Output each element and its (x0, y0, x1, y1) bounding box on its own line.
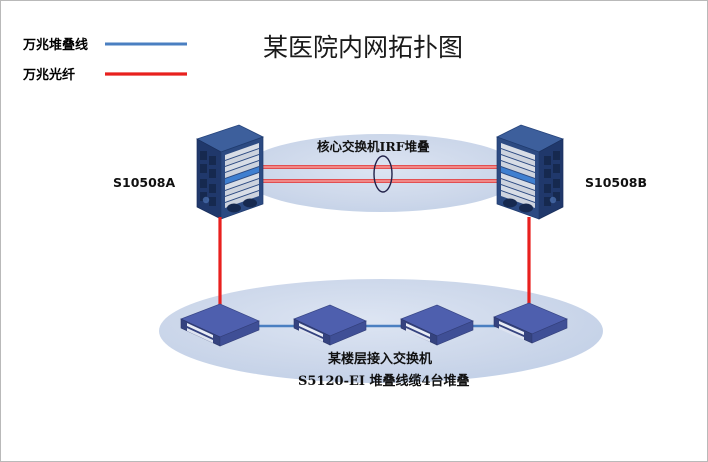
irf-stack-ring (373, 155, 393, 193)
access-switch-3-ports (406, 323, 430, 342)
core-switch-b-label: S10508B (585, 175, 647, 190)
core-b-module-grid (544, 151, 560, 206)
core-switch-s10508b[interactable]: S10508B (495, 124, 647, 220)
core-cloud-label: 核心交换机IRF堆叠 (317, 139, 430, 154)
core-a-module-grid (200, 151, 216, 206)
irf-stack-links (251, 155, 513, 193)
access-caption-line2: S5120-EI 堆叠线缆4台堆叠 (298, 373, 470, 389)
core-a-line-cards (225, 143, 259, 208)
core-switch-s10508a[interactable]: S10508A (113, 124, 265, 220)
core-layer-cloud (239, 134, 523, 212)
page-title: 某医院内网拓扑图 (263, 33, 463, 62)
access-switch-4[interactable] (493, 302, 568, 344)
access-switch-3[interactable] (400, 304, 474, 346)
core-b-line-cards (501, 143, 535, 208)
access-switch-1-ports (187, 323, 213, 343)
core-switch-a-label: S10508A (113, 175, 175, 190)
legend-label-fiber: 万兆光纤 (22, 67, 75, 83)
access-switch-2-ports (299, 323, 323, 342)
access-layer-cloud (159, 279, 603, 383)
access-switch-2[interactable] (293, 304, 367, 346)
legend-label-stack-cable: 万兆堆叠线 (22, 37, 88, 53)
core-b-fan-tray (503, 196, 557, 213)
access-caption-line1: 某楼层接入交换机 (327, 351, 432, 367)
core-a-fan-tray (202, 196, 257, 213)
access-switch-4-ports (499, 321, 524, 340)
access-switch-1[interactable] (180, 303, 260, 347)
legend: 万兆堆叠线 万兆光纤 (22, 37, 187, 83)
